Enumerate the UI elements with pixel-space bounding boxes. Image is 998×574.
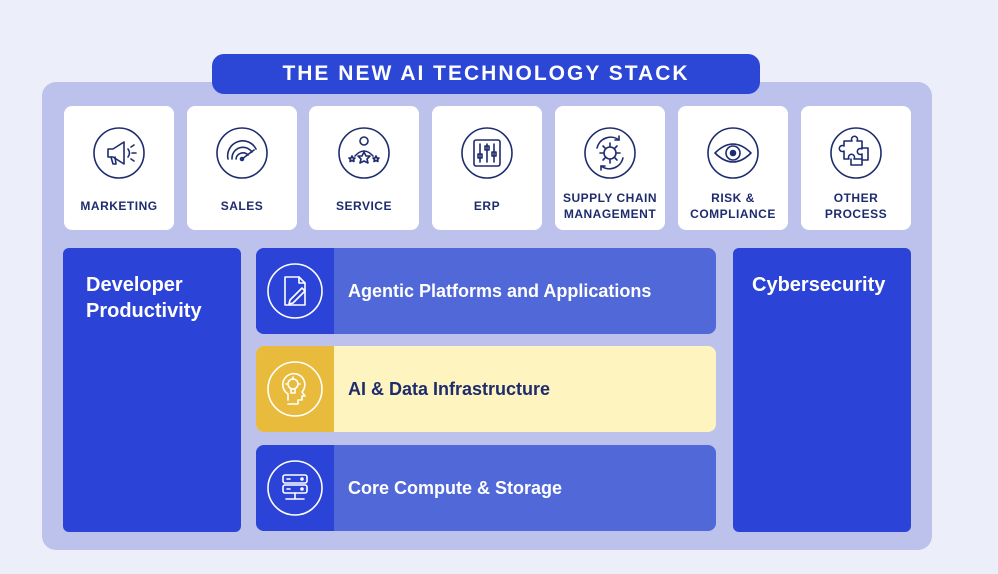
document-pen-icon <box>256 248 334 334</box>
server-icon <box>256 445 334 531</box>
eye-icon <box>706 126 760 180</box>
layer-label: Agentic Platforms and Applications <box>348 280 652 301</box>
tile-label: MARKETING <box>80 199 158 213</box>
person-stars-icon <box>337 126 391 180</box>
developer-productivity-label: Developer Productivity <box>86 274 202 322</box>
puzzle-icon <box>829 126 883 180</box>
tile-label: ERP <box>473 199 501 213</box>
developer-productivity-block <box>63 248 241 532</box>
tile-risk-compliance: RISK & COMPLIANCE <box>678 106 788 230</box>
layer-core-compute: Core Compute & Storage <box>256 445 716 531</box>
layer-ai-data-infrastructure: AI & Data Infrastructure <box>256 346 716 432</box>
megaphone-icon <box>92 126 146 180</box>
tile-erp: ERP <box>432 106 542 230</box>
cybersecurity-block <box>733 248 911 532</box>
brain-lightbulb-icon <box>256 346 334 432</box>
tile-service: SERVICE <box>309 106 419 230</box>
tile-label: SERVICE <box>336 199 392 213</box>
tile-label: RISK & COMPLIANCE <box>690 191 776 221</box>
tile-supply-chain: SUPPLY CHAIN MANAGEMENT <box>555 106 665 230</box>
gear-cycle-icon <box>583 126 637 180</box>
tile-sales: SALES <box>187 106 297 230</box>
layer-label: Core Compute & Storage <box>348 477 563 498</box>
tile-other-process: OTHER PROCESS <box>801 106 911 230</box>
stack-title: THE NEW AI TECHNOLOGY STACK <box>212 54 760 94</box>
cybersecurity-label: Cybersecurity <box>752 274 886 296</box>
gauge-icon <box>215 126 269 180</box>
tile-label: SALES <box>220 199 264 213</box>
tile-label: OTHER PROCESS <box>824 191 888 221</box>
layer-label: AI & Data Infrastructure <box>348 378 551 399</box>
tile-label: SUPPLY CHAIN MANAGEMENT <box>562 191 658 221</box>
layer-agentic-platforms: Agentic Platforms and Applications <box>256 248 716 334</box>
tile-marketing: MARKETING <box>64 106 174 230</box>
sliders-icon <box>460 126 514 180</box>
